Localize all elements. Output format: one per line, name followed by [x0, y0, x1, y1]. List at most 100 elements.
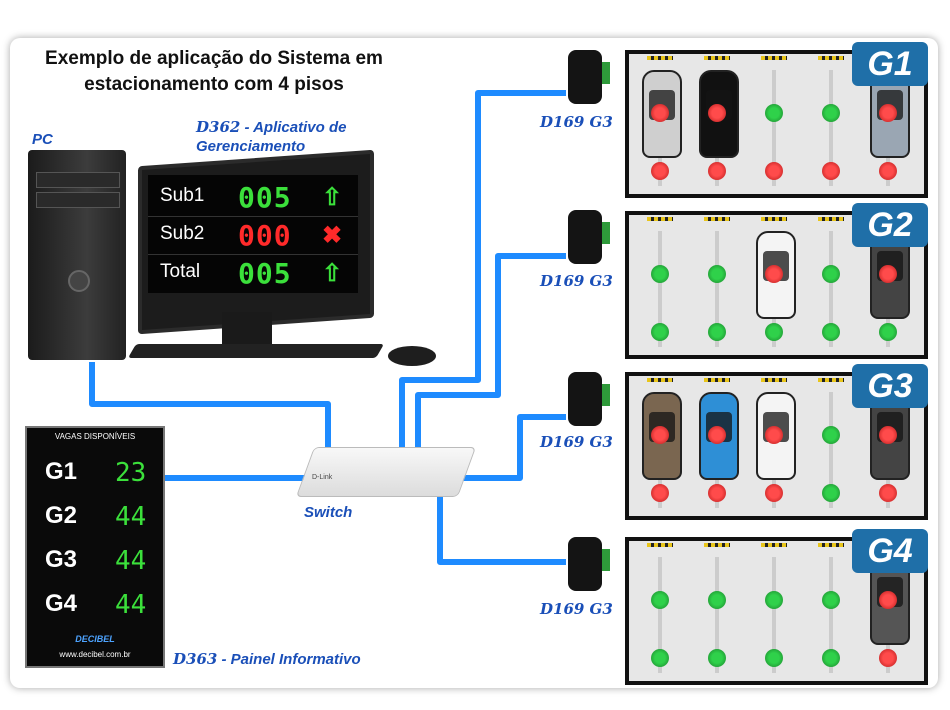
- parking-sensor-free: [822, 323, 840, 341]
- hazard-stripe: [704, 56, 730, 60]
- garage-floor-g3: G3: [625, 364, 928, 520]
- mouse: [388, 346, 436, 366]
- lane-line: [772, 557, 776, 673]
- lane-line: [829, 70, 833, 186]
- panel-floor: G4: [45, 590, 78, 617]
- garage-floor-g1: G1: [625, 42, 928, 198]
- lane-line: [715, 557, 719, 673]
- parking-sensor-occupied: [708, 426, 726, 444]
- d169-model: G3: [584, 600, 613, 618]
- x-icon: ✖: [322, 222, 343, 249]
- parking-sensor-occupied: [708, 162, 726, 180]
- lane-line: [772, 70, 776, 186]
- screen-row-sub2: Sub2 000 ✖: [148, 217, 358, 255]
- lane-line: [829, 231, 833, 347]
- panel-count: 44: [115, 590, 147, 620]
- lane-line: [829, 392, 833, 508]
- parking-sensor-occupied: [879, 104, 897, 122]
- d169-controller: [568, 537, 610, 591]
- row-value: 005: [238, 257, 292, 290]
- d169-model: G3: [584, 272, 613, 290]
- pc-label: PC: [32, 131, 53, 148]
- parking-sensor-occupied: [651, 426, 669, 444]
- parking-sensor-occupied: [765, 265, 783, 283]
- car: [756, 231, 796, 319]
- panel-url: www.decibel.com.br: [59, 650, 131, 659]
- parking-sensor-free: [765, 104, 783, 122]
- parking-sensor-free: [651, 323, 669, 341]
- d169-model: G3: [584, 433, 613, 451]
- d363-text: - Painel Informativo: [217, 651, 361, 668]
- parking-sensor-occupied: [879, 265, 897, 283]
- parking-sensor-free: [822, 484, 840, 502]
- parking-sensor-occupied: [879, 484, 897, 502]
- hazard-stripe: [761, 56, 787, 60]
- garage-floor-g2: G2: [625, 203, 928, 359]
- diagram-title: Exemplo de aplicação do Sistema em estac…: [45, 48, 383, 95]
- d169-label: D169 G3: [540, 272, 613, 290]
- lane-line: [715, 231, 719, 347]
- parking-sensor-free: [708, 649, 726, 667]
- parking-sensor-occupied: [765, 426, 783, 444]
- d363-code: D363: [173, 650, 218, 668]
- up-arrow-icon: ⇧: [322, 184, 343, 211]
- garage-floor-g4: G4: [625, 529, 928, 685]
- parking-sensor-occupied: [879, 649, 897, 667]
- parking-sensor-free: [708, 265, 726, 283]
- switch-brand: D-Link: [312, 474, 333, 481]
- d169-code: D169: [540, 113, 585, 131]
- hazard-stripe: [704, 217, 730, 221]
- row-value: 000: [238, 219, 292, 252]
- parking-sensor-occupied: [879, 162, 897, 180]
- parking-sensor-free: [708, 323, 726, 341]
- floor-tag: G2: [852, 203, 928, 247]
- panel-floor: G3: [45, 546, 78, 573]
- floor-tag: G4: [852, 529, 928, 573]
- parking-sensor-occupied: [879, 426, 897, 444]
- parking-sensor-occupied: [651, 484, 669, 502]
- parking-sensor-free: [765, 323, 783, 341]
- floor-tag: G3: [852, 364, 928, 408]
- d169-controller: [568, 210, 610, 264]
- parking-sensor-occupied: [708, 104, 726, 122]
- monitor-stand: [222, 312, 272, 344]
- hazard-stripe: [761, 543, 787, 547]
- parking-sensor-occupied: [765, 162, 783, 180]
- hazard-stripe: [647, 56, 673, 60]
- d169-code: D169: [540, 600, 585, 618]
- d169-code: D169: [540, 272, 585, 290]
- parking-sensor-free: [765, 649, 783, 667]
- row-name: Sub2: [160, 223, 205, 244]
- lane-line: [829, 557, 833, 673]
- parking-sensor-occupied: [879, 591, 897, 609]
- hazard-stripe: [818, 378, 844, 382]
- parking-sensor-occupied: [822, 162, 840, 180]
- floor-tag: G1: [852, 42, 928, 86]
- d169-controller: [568, 50, 610, 104]
- parking-sensor-free: [651, 649, 669, 667]
- parking-sensor-free: [822, 426, 840, 444]
- panel-count: 23: [115, 458, 147, 488]
- up-arrow-icon: ⇧: [322, 260, 343, 287]
- switch-label: Switch: [304, 504, 353, 521]
- hazard-stripe: [818, 543, 844, 547]
- hazard-stripe: [647, 543, 673, 547]
- d169-label: D169 G3: [540, 600, 613, 618]
- parking-sensor-free: [822, 104, 840, 122]
- d169-controller: [568, 372, 610, 426]
- d169-model: G3: [584, 113, 613, 131]
- d362-label: D362 - Aplicativo de Gerenciamento: [196, 118, 366, 156]
- hazard-stripe: [818, 217, 844, 221]
- row-name: Total: [160, 261, 201, 282]
- parking-sensor-occupied: [708, 484, 726, 502]
- parking-sensor-free: [765, 591, 783, 609]
- parking-sensor-free: [822, 265, 840, 283]
- hazard-stripe: [704, 543, 730, 547]
- hazard-stripe: [647, 378, 673, 382]
- d169-label: D169 G3: [540, 433, 613, 451]
- info-panel: VAGAS DISPONÍVEIS G1 23 G2 44 G3 44 G4 4…: [25, 426, 165, 668]
- row-name: Sub1: [160, 185, 205, 206]
- pc-tower: [28, 150, 126, 360]
- parking-sensor-free: [879, 323, 897, 341]
- d363-label: D363 - Painel Informativo: [173, 650, 361, 669]
